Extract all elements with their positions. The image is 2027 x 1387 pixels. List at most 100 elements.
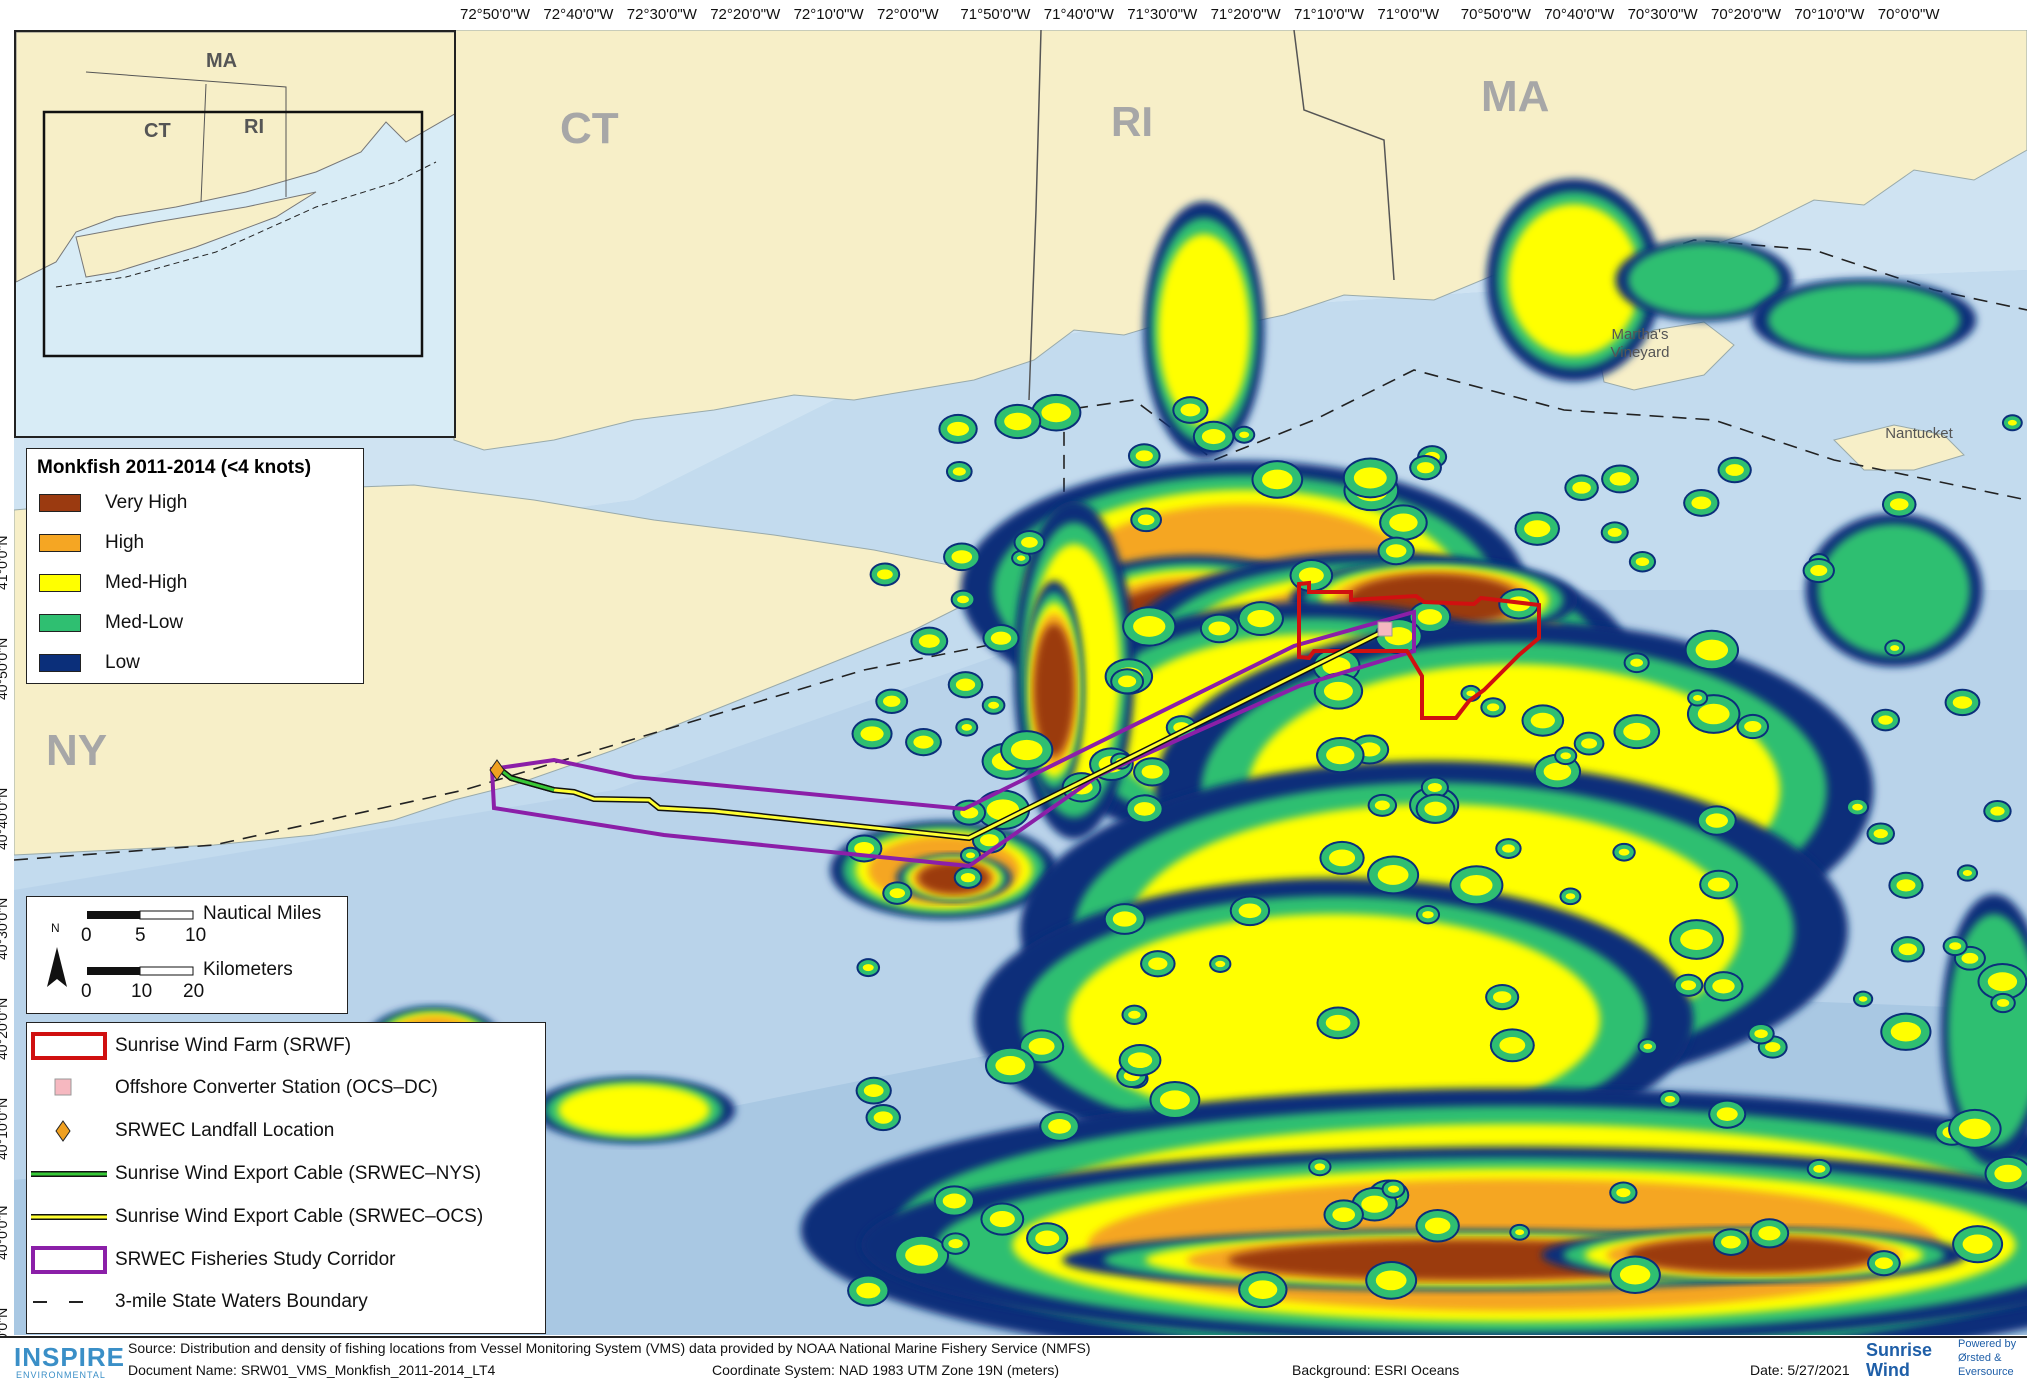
- density-cell: [1619, 1264, 1651, 1285]
- longitude-tick-label: 71°40'0"W: [1043, 6, 1114, 23]
- density-cell: [1758, 1226, 1781, 1241]
- density-cell: [1016, 555, 1026, 561]
- longitude-tick-label: 72°20'0"W: [710, 6, 781, 23]
- density-cell: [1325, 1014, 1351, 1031]
- density-cell: [1374, 800, 1390, 811]
- density-cell: [1618, 848, 1630, 856]
- density-cell: [1247, 609, 1275, 628]
- density-cell: [1560, 752, 1571, 760]
- density-cell: [918, 634, 940, 648]
- state-waters-boundary: [14, 369, 2027, 861]
- legend-row-landfall: SRWEC Landfall Location: [27, 1114, 547, 1148]
- density-legend-label: Very High: [105, 492, 188, 513]
- longitude-tick-label: 70°30'0"W: [1627, 6, 1698, 23]
- inset-graphic: [16, 32, 454, 358]
- density-cell: [1417, 609, 1443, 625]
- density-cell: [960, 873, 976, 883]
- km-tick-0: 0: [81, 981, 92, 1002]
- north-label: N: [51, 921, 60, 935]
- label-ct: CT: [560, 104, 619, 153]
- scale-graphic: [47, 910, 194, 987]
- density-cell: [1693, 695, 1703, 701]
- north-arrow-icon: [47, 947, 67, 987]
- export-cable-ocs-inner: [510, 629, 1385, 840]
- fisheries-study-corridor: [489, 609, 1416, 869]
- legend-ocs: Offshore Converter Station (OCS–DC): [115, 1077, 438, 1098]
- density-cell: [1878, 715, 1893, 725]
- density-cell: [1508, 204, 1640, 356]
- density-cell: [1607, 527, 1622, 537]
- density-cell: [1328, 849, 1356, 867]
- inset-land: [16, 32, 454, 283]
- landfall-icon: [55, 1120, 71, 1142]
- density-legend-item: High: [39, 529, 144, 557]
- density-cell: [1387, 1185, 1400, 1193]
- density-cell: [1353, 467, 1387, 489]
- legend-row-ocs-cable: Sunrise Wind Export Cable (SRWEC–OCS): [27, 1200, 547, 1234]
- density-cell: [1332, 1207, 1356, 1223]
- map-graphic: [14, 30, 2027, 1335]
- density-cell: [1716, 1107, 1738, 1121]
- density-cell: [1680, 980, 1697, 991]
- inset-label-ct: CT: [144, 120, 171, 142]
- density-cell: [1890, 1022, 1922, 1042]
- density-cell: [1502, 844, 1515, 853]
- latitude-tick-label: 40°50'0"N: [0, 637, 10, 700]
- powered-by-2: Ørsted &: [1958, 1352, 2002, 1364]
- density-cell: [988, 701, 1000, 709]
- density-cell: [1768, 284, 1960, 356]
- density-cell: [1248, 1280, 1278, 1299]
- density-cell: [1239, 431, 1250, 438]
- inspire-logo: INSPIRE: [14, 1342, 126, 1372]
- density-cell: [1021, 537, 1038, 548]
- density-cell: [1952, 696, 1973, 709]
- density-cell: [1424, 801, 1447, 816]
- density-cell: [1041, 403, 1072, 423]
- density-cell: [1127, 1052, 1153, 1069]
- density-cell: [1572, 481, 1591, 494]
- density-cell: [1298, 567, 1324, 584]
- density-swatch: [39, 534, 81, 552]
- longitude-tick-label: 72°50'0"W: [460, 6, 531, 23]
- density-cell: [1326, 746, 1355, 765]
- density-cell: [1889, 498, 1909, 511]
- powered-by-1: Powered by: [1958, 1338, 2017, 1350]
- km-bar-white: [139, 966, 194, 976]
- longitude-tick-label: 70°50'0"W: [1460, 6, 1531, 23]
- legend-landfall: SRWEC Landfall Location: [115, 1120, 335, 1141]
- km-tick-10: 10: [131, 981, 153, 1002]
- density-cell: [860, 726, 884, 742]
- density-cell: [990, 631, 1012, 645]
- density-cell: [1208, 621, 1231, 636]
- density-cell: [1664, 1095, 1676, 1103]
- coordinate-system: Coordinate System: NAD 1983 UTM Zone 19N…: [712, 1362, 1060, 1378]
- density-cell: [979, 834, 999, 847]
- longitude-tick-label: 72°10'0"W: [793, 6, 864, 23]
- nm-bar-black: [87, 911, 140, 919]
- density-cell: [1958, 1118, 1991, 1140]
- density-cell: [1990, 806, 2005, 816]
- density-legend-label: Low: [105, 652, 140, 673]
- latitude-tick-label: 40°10'0"N: [0, 1097, 10, 1160]
- density-cell: [1377, 865, 1409, 885]
- density-cell: [1499, 1036, 1526, 1054]
- density-cell: [1635, 557, 1650, 567]
- density-cell: [1010, 739, 1043, 761]
- density-cell: [1695, 639, 1729, 661]
- inset-borders: [85, 71, 287, 203]
- density-cell: [1048, 1119, 1071, 1134]
- powered-by-3: Eversource: [1958, 1366, 2014, 1378]
- density-cell: [1422, 911, 1434, 919]
- density-cell: [1262, 469, 1293, 490]
- nm-tick-0: 0: [81, 925, 92, 946]
- map-footer: INSPIRE ENVIRONMENTAL Source: Distributi…: [0, 1336, 2027, 1387]
- density-cell: [1133, 616, 1166, 637]
- legend-row-srwf: Sunrise Wind Farm (SRWF): [27, 1029, 547, 1063]
- density-cell: [1112, 911, 1137, 927]
- density-cell: [1135, 450, 1153, 462]
- latitude-tick-label: 40°0'0"N: [0, 1205, 10, 1261]
- feature-legend: Sunrise Wind Farm (SRWF) Offshore Conver…: [26, 1022, 546, 1334]
- density-cell: [1565, 893, 1576, 900]
- nantucket-land: [1833, 424, 1965, 471]
- density-legend-label: Med-High: [105, 572, 188, 593]
